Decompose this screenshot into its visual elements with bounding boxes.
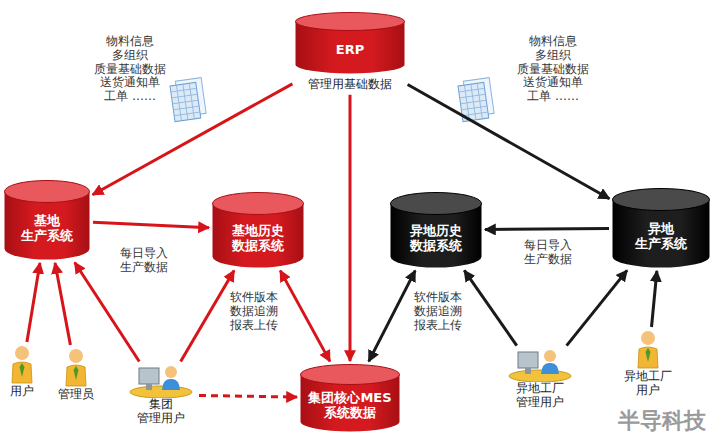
- connector-arrow: [199, 395, 297, 397]
- desk-base: [509, 370, 571, 382]
- cylinder-top: [391, 193, 482, 215]
- database-cylinder: 基地历史 数据系统: [212, 192, 304, 268]
- connector-arrow: [652, 271, 657, 327]
- monitor-stand: [146, 384, 152, 390]
- person-icon: [621, 330, 675, 370]
- user-icon: 异地工厂 用户: [621, 330, 675, 398]
- system-name: 基地历史 数据系统: [232, 224, 284, 254]
- connector-arrow: [27, 263, 40, 342]
- desk-base: [130, 386, 192, 398]
- body: [66, 365, 86, 386]
- system-caption: 管理用基础数据: [308, 78, 392, 92]
- database-cylinder: 异地 生产系统: [612, 188, 710, 268]
- cylinder-body: 异地历史 数据系统: [390, 192, 482, 268]
- cylinder-body: 基地 生产系统: [4, 180, 90, 260]
- database-cylinder: 异地历史 数据系统: [390, 192, 482, 268]
- body: [541, 363, 559, 374]
- edge-label: 物料信息 多组织 质量基础数据 送货通知单 工单 ……: [515, 34, 591, 105]
- user-name: 集团 管理用户: [137, 398, 185, 426]
- cylinder-body: ERP: [295, 12, 405, 74]
- edge-label: 物料信息 多组织 质量基础数据 送货通知单 工单 ……: [92, 34, 168, 105]
- system-name: 基地 生产系统: [21, 214, 73, 244]
- database-cylinder: ERP 管理用基础数据: [295, 12, 405, 92]
- tie: [20, 363, 25, 377]
- body: [162, 379, 180, 390]
- body: [12, 362, 32, 383]
- cylinder-body: 集团核心MES 系统数据: [300, 364, 400, 432]
- user-icon: 用户: [4, 345, 40, 399]
- edge-label: 软件版本 数据追溯 报表上传: [228, 290, 280, 333]
- monitor: [139, 368, 159, 384]
- database-cylinder: 基地 生产系统: [4, 180, 90, 260]
- connector-arrow: [464, 270, 516, 345]
- connector-arrow: [349, 95, 352, 361]
- connector-arrow: [181, 271, 234, 362]
- system-name: 集团核心MES 系统数据: [308, 391, 391, 421]
- head: [15, 346, 29, 360]
- cylinder-top: [5, 181, 90, 203]
- connector-arrow: [280, 271, 330, 362]
- cylinder-top: [296, 13, 405, 31]
- person-icon: [55, 348, 97, 388]
- database-cylinder: 集团核心MES 系统数据: [300, 364, 400, 432]
- user-icon: 集团 管理用户: [126, 364, 196, 426]
- head: [641, 331, 655, 345]
- user-name: 异地工厂 用户: [624, 370, 672, 398]
- cylinder-body: 基地历史 数据系统: [212, 192, 304, 268]
- user-name: 管理员: [58, 388, 94, 402]
- connector-arrow: [93, 222, 209, 227]
- system-name: 异地 生产系统: [635, 222, 687, 252]
- person-icon: [126, 364, 196, 398]
- user-icon: 管理员: [55, 348, 97, 402]
- document-icon: [169, 78, 206, 122]
- cylinder-top: [301, 365, 400, 385]
- system-name: ERP: [336, 43, 364, 58]
- head: [165, 366, 177, 378]
- connector-arrow: [369, 271, 415, 362]
- edge-label: 软件版本 数据追溯 报表上传: [412, 290, 464, 333]
- head: [544, 350, 556, 362]
- body: [638, 347, 658, 368]
- user-icon: 异地工厂 管理用户: [505, 348, 575, 410]
- tie: [74, 366, 79, 380]
- person-icon: [505, 348, 575, 382]
- monitor: [518, 352, 538, 368]
- system-name: 异地历史 数据系统: [410, 224, 462, 254]
- tie: [646, 348, 651, 362]
- user-name: 异地工厂 管理用户: [516, 382, 564, 410]
- connector-arrow: [485, 228, 609, 229]
- head: [69, 349, 83, 363]
- cylinder-body: 异地 生产系统: [612, 188, 710, 268]
- user-name: 用户: [10, 385, 34, 399]
- connector-arrow: [75, 263, 140, 362]
- cylinder-top: [613, 189, 710, 211]
- edge-label: 每日导入 生产数据: [118, 246, 170, 276]
- connector-arrow: [55, 263, 70, 345]
- person-icon: [4, 345, 40, 385]
- edge-label: 每日导入 生产数据: [522, 238, 574, 268]
- connector-arrow: [567, 270, 627, 345]
- cylinder-top: [213, 193, 304, 215]
- watermark: 半导科技: [618, 406, 706, 436]
- monitor-stand: [525, 368, 531, 374]
